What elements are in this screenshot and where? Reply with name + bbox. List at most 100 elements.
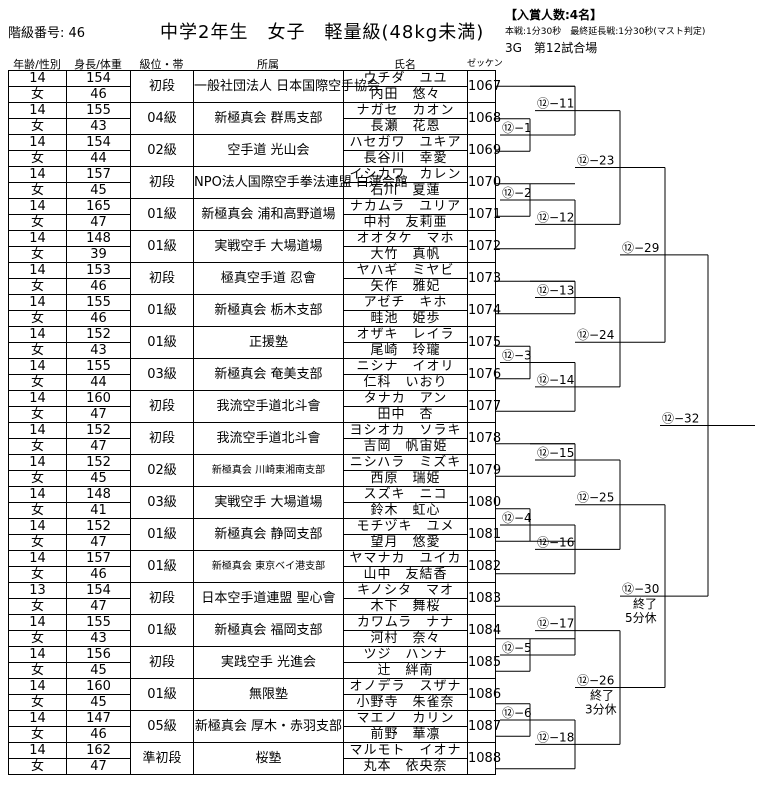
player-affiliation: 正援塾 xyxy=(193,326,344,359)
player-zekken: 1088 xyxy=(467,742,501,775)
col-rank: 級位・帯 xyxy=(139,58,184,71)
col-age-gender: 年齢/性別 xyxy=(13,58,61,71)
player-affiliation: 新極真会 厚木・赤羽支部 xyxy=(193,710,344,743)
bout-r3-label: ⑫−25 xyxy=(577,491,614,505)
player-name-kana: スズキ ニコ xyxy=(343,486,468,503)
player-affiliation: 新極真会 群馬支部 xyxy=(193,102,344,135)
player-rank: 03級 xyxy=(130,486,194,519)
player-rank: 初段 xyxy=(130,582,194,615)
player-name-kanji: 木下 舞桜 xyxy=(343,598,468,615)
player-name-kanji: 望月 悠愛 xyxy=(343,534,468,551)
bout-r1-label: ⑫−1 xyxy=(502,121,532,135)
player-name-kana: オオタケ マホ xyxy=(343,230,468,247)
player-gender: 女 xyxy=(8,758,67,775)
player-affiliation: 新極真会 川崎東湘南支部 xyxy=(193,454,344,487)
player-name-kana: オザキ レイラ xyxy=(343,326,468,343)
player-gender: 女 xyxy=(8,630,67,647)
player-name-kanji: 内田 悠々 xyxy=(343,86,468,103)
player-name-kanji: 丸本 依央奈 xyxy=(343,758,468,775)
player-affiliation: 新極真会 奄美支部 xyxy=(193,358,344,391)
bout-r2-label: ⑫−13 xyxy=(537,284,574,298)
bout-r1-label: ⑫−2 xyxy=(502,186,532,200)
player-name-kanji: 長瀬 花恩 xyxy=(343,118,468,135)
player-affiliation: 日本空手道連盟 聖心會 xyxy=(193,582,344,615)
player-name-kanji: 吉岡 帆宙姫 xyxy=(343,438,468,455)
player-affiliation: 我流空手道北斗會 xyxy=(193,390,344,423)
player-rank: 01級 xyxy=(130,294,194,327)
player-affiliation: 一般社団法人 日本国際空手協会 xyxy=(193,70,380,103)
player-name-kana: ハセガワ ユキア xyxy=(343,134,468,151)
rest-note: 終了 xyxy=(633,596,657,611)
col-name: 氏名 xyxy=(394,58,416,71)
player-rank: 02級 xyxy=(130,134,194,167)
player-zekken: 1087 xyxy=(467,710,501,743)
player-zekken: 1070 xyxy=(467,166,501,199)
bout-r3-label: ⑫−24 xyxy=(577,328,614,342)
class-number: 階級番号: 46 xyxy=(8,26,86,41)
winners-count: 【入賞人数:4名】 xyxy=(505,8,603,22)
bout-r1-label: ⑫−4 xyxy=(502,511,532,525)
player-rank: 01級 xyxy=(130,326,194,359)
player-gender: 女 xyxy=(8,534,67,551)
player-age: 14 xyxy=(8,102,67,119)
bout-r4-label: ⑫−29 xyxy=(622,241,659,255)
bout-r2-label: ⑫−14 xyxy=(537,373,574,387)
player-zekken: 1071 xyxy=(467,198,501,231)
player-name-kana: マエノ カリン xyxy=(343,710,468,727)
player-weight: 45 xyxy=(66,470,131,487)
player-name-kanji: 畦池 姫歩 xyxy=(343,310,468,327)
player-zekken: 1072 xyxy=(467,230,501,263)
player-affiliation: 実戦空手 大場道場 xyxy=(193,230,344,263)
player-weight: 43 xyxy=(66,630,131,647)
player-weight: 47 xyxy=(66,758,131,775)
player-weight: 47 xyxy=(66,214,131,231)
player-age: 14 xyxy=(8,678,67,695)
player-weight: 46 xyxy=(66,566,131,583)
player-height: 160 xyxy=(66,678,131,695)
bout-r1-label: ⑫−5 xyxy=(502,641,532,655)
bout-r2-label: ⑫−11 xyxy=(537,97,574,111)
rest-note: 5分休 xyxy=(625,611,657,625)
col-height-weight: 身長/体重 xyxy=(74,58,122,71)
player-name-kana: ヨシオカ ソラキ xyxy=(343,422,468,439)
col-zekken: ゼッケン xyxy=(467,59,503,69)
bout-r2-label: ⑫−17 xyxy=(537,617,574,631)
player-zekken: 1074 xyxy=(467,294,501,327)
player-zekken: 1081 xyxy=(467,518,501,551)
player-age: 14 xyxy=(8,518,67,535)
player-name-kana: カワムラ ナナ xyxy=(343,614,468,631)
player-age: 14 xyxy=(8,198,67,215)
player-height: 155 xyxy=(66,102,131,119)
player-rank: 01級 xyxy=(130,518,194,551)
player-height: 153 xyxy=(66,262,131,279)
player-affiliation: 実戦空手 大場道場 xyxy=(193,486,344,519)
player-height: 148 xyxy=(66,486,131,503)
bout-r2-label: ⑫−15 xyxy=(537,446,574,460)
bout-r1-label: ⑫−3 xyxy=(502,349,532,363)
player-height: 157 xyxy=(66,166,131,183)
player-affiliation: 新極真会 栃木支部 xyxy=(193,294,344,327)
rest-note: 終了 xyxy=(590,688,614,703)
player-rank: 04級 xyxy=(130,102,194,135)
player-zekken: 1085 xyxy=(467,646,501,679)
player-age: 14 xyxy=(8,326,67,343)
player-affiliation: 新極真会 浦和高野道場 xyxy=(193,198,344,231)
